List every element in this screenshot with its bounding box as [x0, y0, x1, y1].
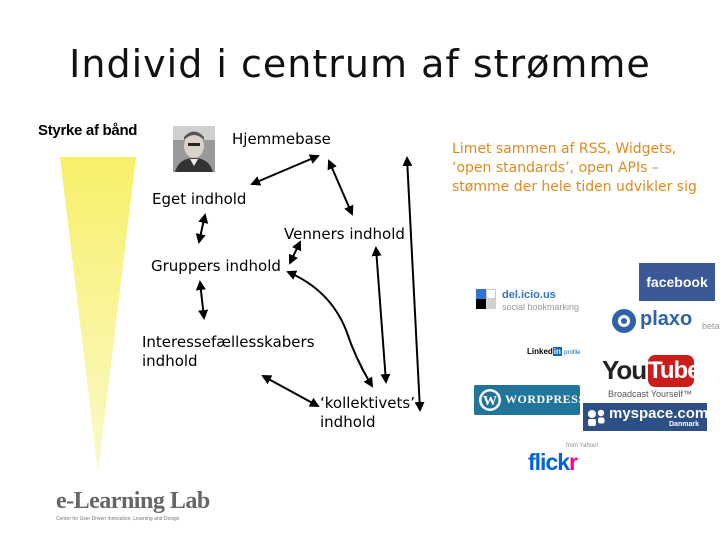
- plaxo-icon: [612, 309, 636, 333]
- youtube-logo: You Tube Broadcast Yourself™: [600, 353, 701, 401]
- youtube-tagline: Broadcast Yourself™: [608, 389, 693, 399]
- facebook-logo: facebook: [639, 263, 715, 301]
- description-text: Limet sammen af RSS, Widgets, ‘open stan…: [452, 141, 697, 195]
- plaxo-name: plaxo: [640, 308, 693, 330]
- flickr-logo: flickr from Yahoo!: [528, 443, 608, 479]
- wordpress-icon: W: [479, 389, 501, 411]
- person-photo: [173, 126, 215, 172]
- arrow-home-outer: [402, 156, 425, 412]
- node-interest-line1: Interessefællesskabers: [142, 333, 315, 351]
- elearning-lab-tagline: Center for User Driven Innovation, Learn…: [56, 516, 180, 522]
- arrow-groups-friends: [288, 240, 302, 265]
- myspace-logo: myspace.com Danmark: [583, 403, 709, 431]
- node-friends-content: Venners indhold: [284, 225, 405, 243]
- myspace-name: myspace.com: [609, 405, 709, 422]
- arrow-friends-collective: [371, 246, 391, 384]
- arrow-home-friends: [327, 159, 354, 216]
- flickr-name: flickr: [528, 449, 578, 475]
- linkedin-in: in: [552, 347, 562, 356]
- node-home: Hjemmebase: [232, 130, 331, 148]
- delicious-name: del.icio.us: [502, 289, 556, 301]
- arrow-groups-collective: [286, 270, 374, 388]
- person-icon: [173, 126, 215, 172]
- myspace-people-icon: [588, 409, 605, 426]
- node-collective-content: ‘kollektivets’ indhold: [320, 394, 415, 432]
- slide-title: Individ i centrum af strømme: [69, 42, 651, 86]
- delicious-logo: del.icio.us social bookmarking: [476, 289, 606, 315]
- linkedin-text: Linked: [527, 347, 553, 356]
- elearning-lab-name: e-Learning Lab: [56, 488, 210, 514]
- node-groups-content: Gruppers indhold: [151, 257, 281, 275]
- arrow-groups-interest: [195, 280, 209, 320]
- linkedin-profile: profile: [564, 350, 581, 356]
- arrow-own-groups: [195, 213, 209, 244]
- strength-funnel: [60, 157, 136, 472]
- youtube-tube: Tube: [648, 355, 701, 387]
- node-collective-line1: ‘kollektivets’: [320, 394, 415, 412]
- plaxo-logo: plaxo beta: [610, 307, 720, 337]
- plaxo-beta: beta: [702, 321, 720, 331]
- myspace-danmark: Danmark: [669, 421, 699, 428]
- wordpress-name: WordPress: [505, 392, 586, 406]
- elearning-lab-logo: e-Learning Lab Center for User Driven In…: [56, 488, 236, 524]
- linkedin-logo: Linkedin profile: [527, 347, 607, 361]
- flickr-small: from Yahoo!: [566, 443, 599, 449]
- delicious-tagline: social bookmarking: [502, 302, 580, 312]
- node-own-content: Eget indhold: [152, 190, 247, 208]
- arrow-own-home: [250, 154, 320, 186]
- strength-label: Styrke af bånd: [38, 122, 138, 139]
- node-interest-line2: indhold: [142, 352, 198, 370]
- arrow-interest-collective: [261, 375, 320, 407]
- wordpress-logo: W WordPress: [474, 385, 585, 415]
- node-interest-content: Interessefællesskabers indhold: [142, 333, 315, 371]
- node-collective-line2: indhold: [320, 413, 376, 431]
- svg-text:W: W: [483, 394, 497, 409]
- youtube-you: You: [602, 355, 647, 385]
